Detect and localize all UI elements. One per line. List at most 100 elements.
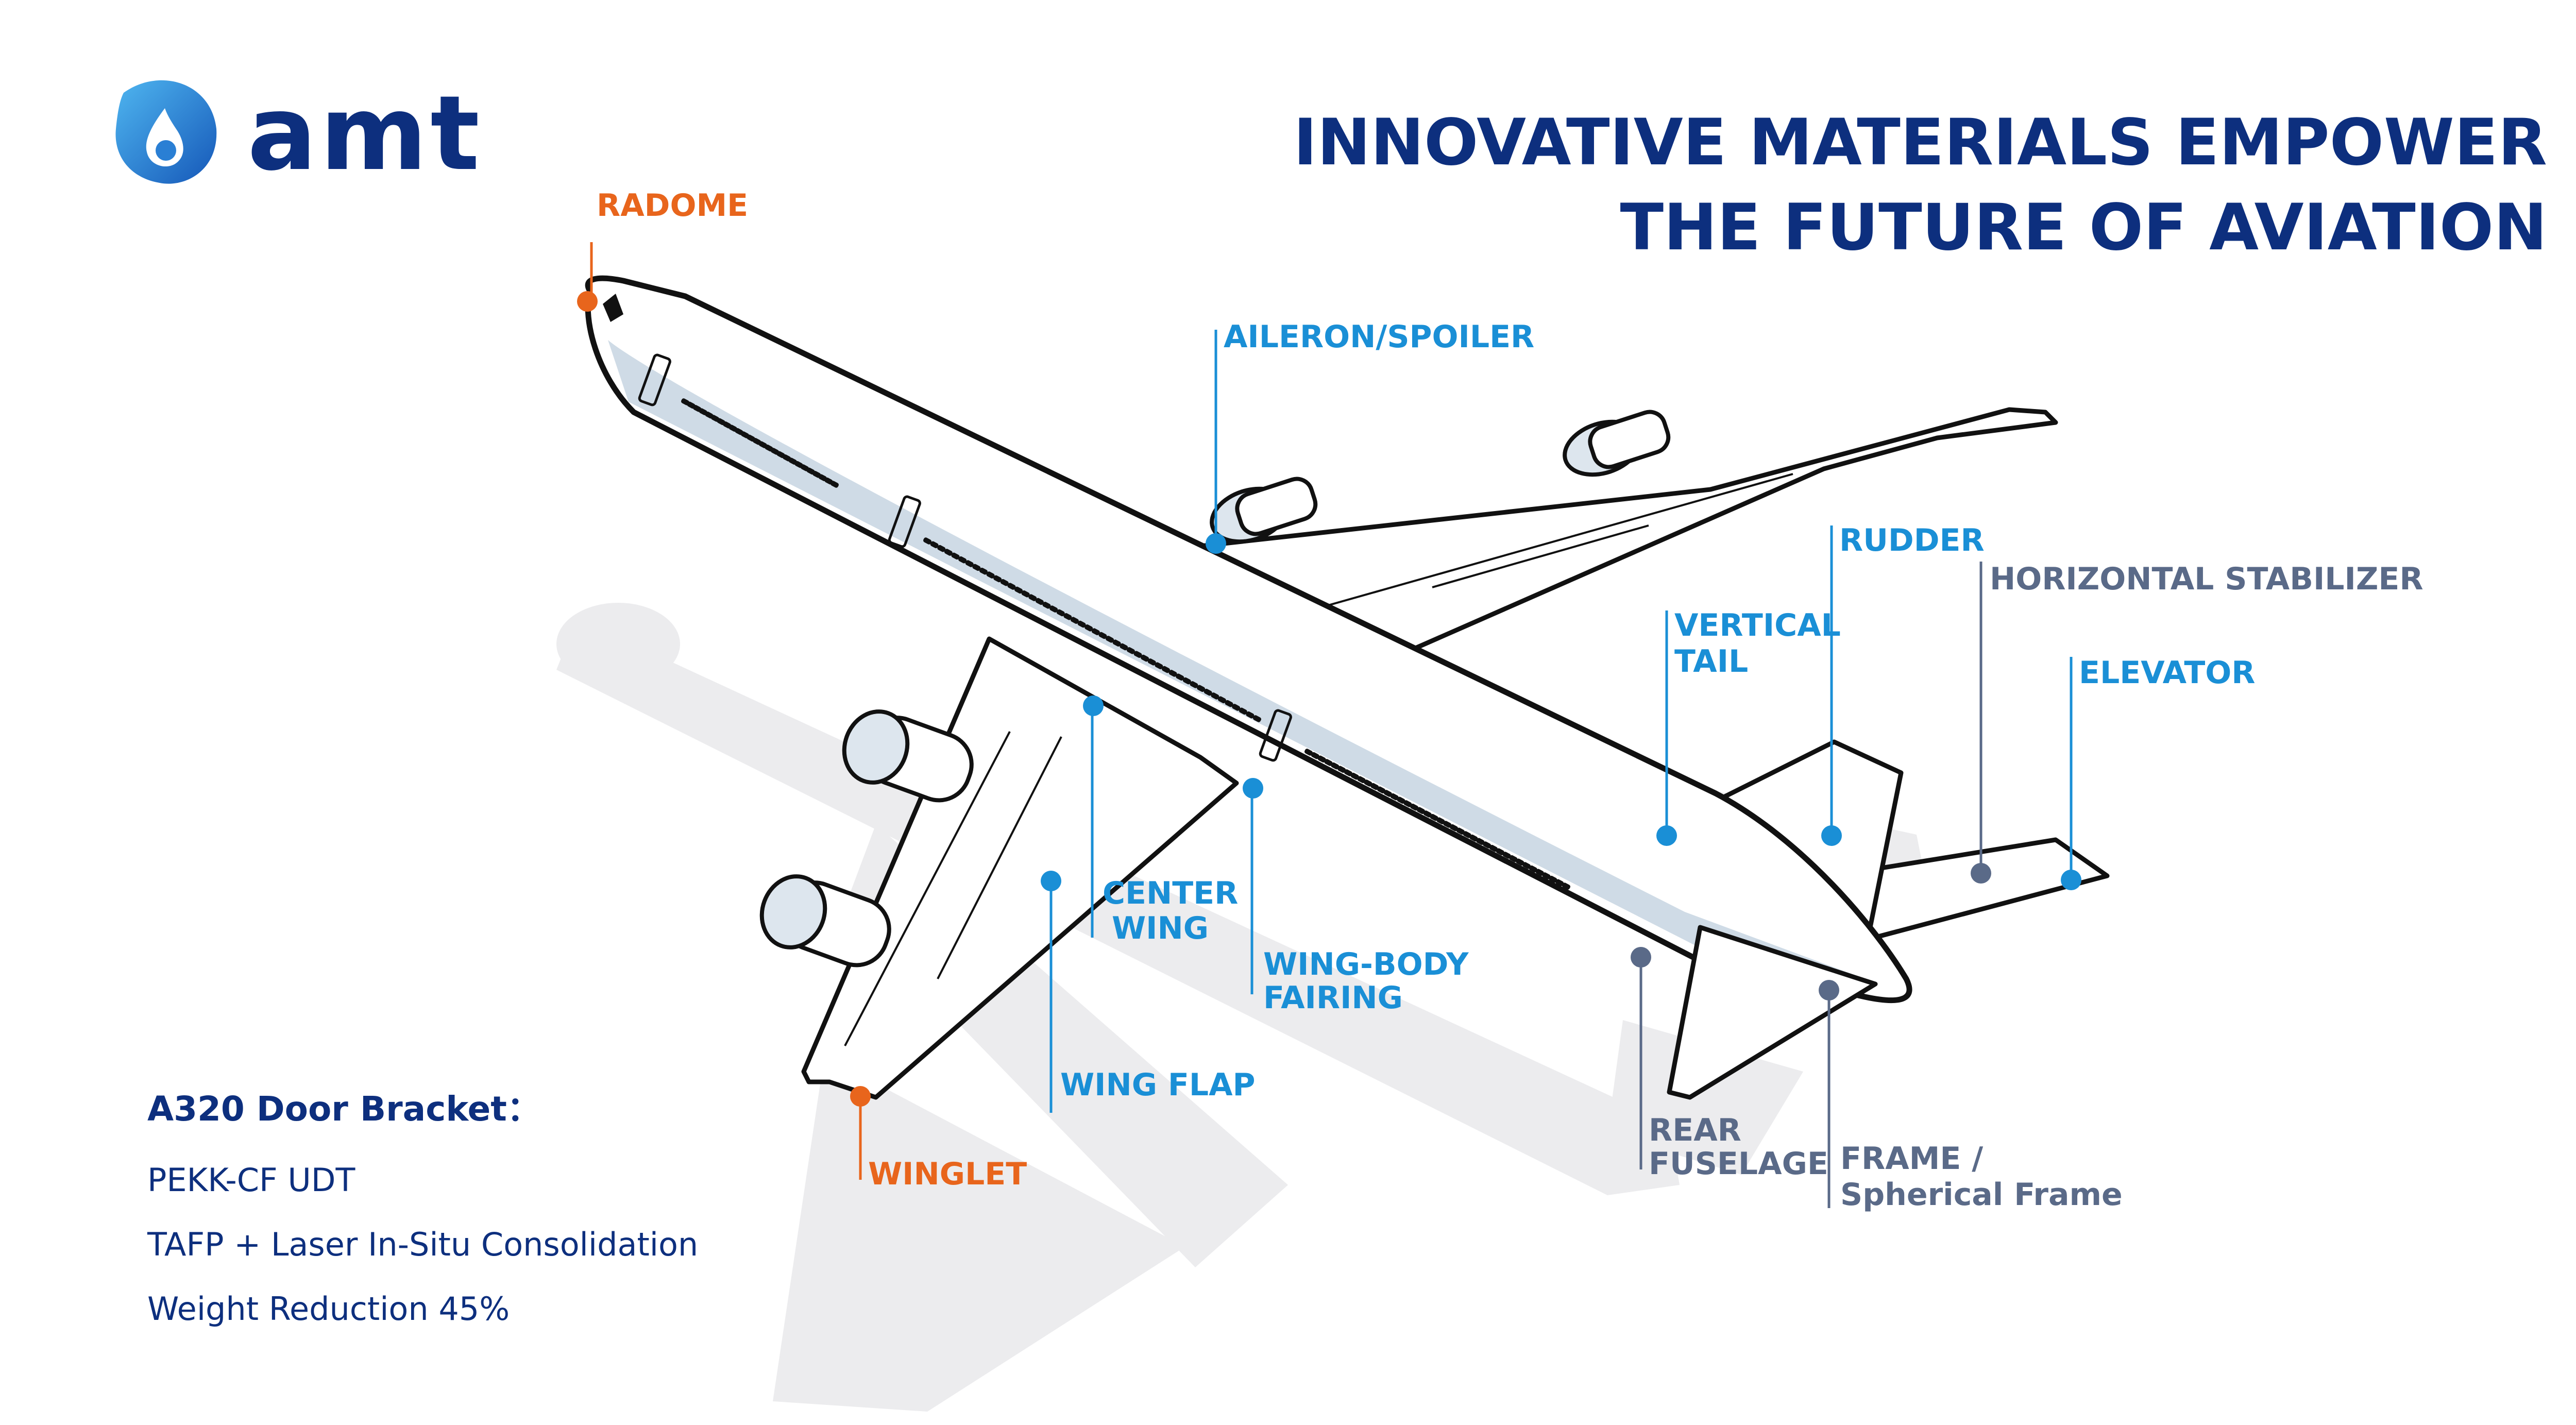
label-winglet: WINGLET: [868, 1156, 1027, 1192]
cabin-window: [1476, 838, 1485, 845]
cabin-window: [1000, 579, 1009, 586]
cabin-window: [1416, 807, 1425, 815]
cabin-window: [1436, 817, 1445, 825]
center-wing-marker: [1083, 695, 1104, 716]
marker-dots: [577, 291, 2081, 1107]
label-rudder: RUDDER: [1839, 522, 1985, 558]
cabin-window: [824, 477, 833, 485]
cabin-window: [1364, 779, 1372, 787]
cabin-window: [1443, 821, 1452, 828]
cabin-window: [1430, 813, 1438, 821]
cabin-window: [1410, 803, 1419, 811]
spec-line-weight: Weight Reduction 45%: [147, 1290, 510, 1328]
cabin-window: [1311, 752, 1319, 759]
cabin-window: [1120, 643, 1128, 651]
cabin-window: [765, 444, 773, 452]
cabin-window: [1077, 620, 1086, 628]
cabin-window: [1562, 883, 1571, 890]
cabin-window: [1397, 796, 1405, 804]
cabin-window: [972, 564, 981, 571]
near-engines: [759, 709, 974, 968]
cabin-window: [1190, 681, 1198, 688]
cabin-window: [979, 567, 988, 575]
cabin-window: [923, 537, 932, 545]
wing-body-fairing-marker: [1243, 778, 1263, 799]
cabin-windows: [681, 398, 1571, 890]
cabin-window: [1098, 632, 1107, 639]
label-elevator: ELEVATOR: [2079, 655, 2256, 691]
cabin-window: [794, 461, 803, 468]
cabin-window: [1211, 692, 1219, 700]
spec-line-material: PEKK-CF UDT: [147, 1161, 355, 1199]
near-stabilizer: [1667, 925, 1878, 1100]
cabin-window: [830, 481, 839, 488]
cabin-window: [1182, 677, 1191, 685]
cabin-window: [1350, 772, 1359, 780]
label-radome: RADOME: [597, 188, 749, 224]
label-center-wing-line-2: WING: [1112, 910, 1209, 946]
label-aileron-spoiler: AILERON/SPOILER: [1224, 319, 1535, 355]
label-rear-fuselage-line-2: FUSELAGE: [1649, 1146, 1828, 1182]
label-vertical-tail-line-2: TAIL: [1674, 643, 1749, 680]
cabin-window: [951, 552, 960, 560]
cabin-window: [1049, 605, 1058, 613]
cabin-window: [1516, 858, 1524, 866]
cabin-window: [1529, 865, 1537, 873]
cabin-window: [937, 545, 946, 552]
headline-line-1: INNOVATIVE MATERIALS EMPOWER: [1293, 106, 2547, 180]
cabin-window: [783, 454, 791, 462]
cabin-window: [1070, 617, 1079, 624]
cockpit-windows: [603, 294, 623, 322]
cabin-window: [1197, 685, 1206, 692]
cabin-window: [1028, 594, 1037, 601]
cabin-window: [1502, 852, 1511, 859]
cabin-window: [1450, 824, 1459, 832]
cabin-window: [1126, 647, 1135, 654]
frame-marker: [1819, 980, 1839, 1000]
cabin-window: [1331, 762, 1340, 770]
label-wing-body-fairing-line-2: FAIRING: [1263, 980, 1403, 1016]
cabin-window: [1469, 834, 1478, 842]
cabin-window: [1522, 862, 1531, 869]
label-vertical-tail-line-1: VERTICAL: [1674, 607, 1841, 643]
label-rear-fuselage-line-1: REAR: [1649, 1112, 1741, 1148]
cabin-window: [788, 457, 797, 465]
aileron-marker: [1206, 533, 1226, 554]
cabin-window: [930, 541, 939, 549]
cabin-window: [705, 411, 714, 419]
cabin-window: [818, 474, 827, 481]
headline-line-2: THE FUTURE OF AVIATION: [1620, 191, 2547, 265]
cabin-window: [1509, 855, 1518, 862]
cabin-window: [1463, 831, 1471, 838]
cabin-window: [1112, 639, 1121, 647]
cabin-window: [1317, 755, 1326, 763]
cabin-window: [1133, 651, 1142, 658]
cabin-window: [1542, 872, 1551, 879]
cabin-window: [776, 451, 785, 459]
cabin-window: [1377, 786, 1386, 794]
cabin-window: [1456, 827, 1465, 835]
cabin-window: [1141, 654, 1149, 662]
cabin-window: [1549, 875, 1557, 883]
winglet-marker: [850, 1086, 871, 1107]
cabin-window: [1007, 583, 1016, 590]
cabin-window: [1324, 759, 1333, 766]
near-wing: [801, 636, 1239, 1100]
cabin-window: [958, 556, 967, 564]
rear-fuselage-marker: [1631, 947, 1651, 968]
label-horizontal-stabilizer: HORIZONTAL STABILIZER: [1990, 561, 2424, 597]
cabin-window: [770, 448, 779, 455]
cabin-window: [1370, 783, 1379, 790]
cabin-window: [1161, 666, 1170, 673]
cabin-window: [1252, 715, 1262, 722]
cabin-window: [1155, 662, 1163, 669]
cabin-window: [806, 467, 815, 475]
cabin-window: [1084, 624, 1093, 632]
cabin-window: [710, 415, 720, 422]
label-wing-body-fairing-line-1: WING-BODY: [1263, 946, 1469, 982]
cabin-window: [1014, 586, 1023, 594]
label-frame-line-1: FRAME /: [1840, 1141, 1984, 1177]
cabin-window: [986, 571, 995, 579]
cabin-window: [699, 408, 707, 415]
